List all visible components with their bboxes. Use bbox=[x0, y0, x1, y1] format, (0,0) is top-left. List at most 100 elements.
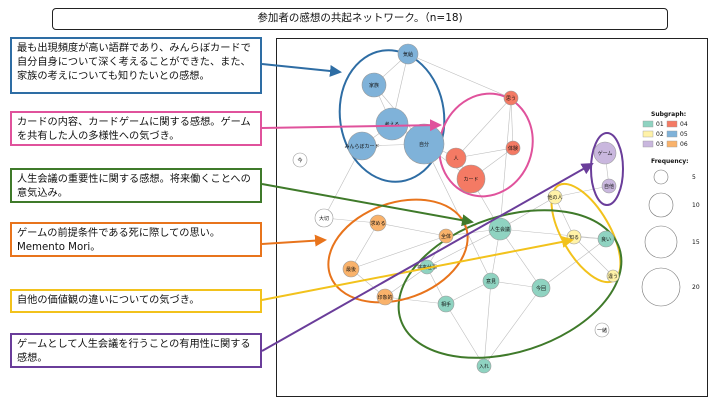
node-circle bbox=[342, 260, 360, 278]
legend-frequency-value: 10 bbox=[692, 202, 700, 209]
node-label: 人 bbox=[453, 156, 458, 162]
figure-title: 参加者の感想の共起ネットワーク。（n=18) bbox=[52, 8, 668, 30]
legend-code: 01 bbox=[656, 121, 664, 128]
group-06-outline bbox=[327, 198, 469, 304]
arrow-group-06 bbox=[261, 234, 327, 247]
legend-code: 06 bbox=[680, 141, 688, 148]
node-label: 家族 bbox=[369, 82, 379, 89]
node-circle bbox=[601, 178, 617, 194]
node-label: 今回 bbox=[536, 285, 546, 292]
network-node: 考える bbox=[375, 107, 409, 141]
legend-swatch bbox=[666, 120, 678, 128]
network-edge bbox=[445, 280, 492, 305]
network-node: 他の人 bbox=[547, 189, 563, 205]
legend-code: 05 bbox=[680, 131, 688, 138]
network-node: 人生会議 bbox=[488, 217, 512, 241]
node-label: 大切 bbox=[319, 215, 329, 222]
legend-frequency-value: 15 bbox=[692, 239, 700, 246]
network-edge bbox=[445, 303, 485, 367]
node-circle bbox=[314, 208, 334, 228]
network-edge bbox=[426, 228, 501, 268]
legend-frequency-value: 20 bbox=[692, 284, 700, 291]
arrow-group-01 bbox=[261, 183, 474, 227]
legend-frequency-title: Frequency: bbox=[651, 158, 689, 165]
network-node: 気給 bbox=[397, 43, 419, 65]
network-node: 今回 bbox=[531, 278, 551, 298]
legend-swatch bbox=[642, 120, 654, 128]
node-circle bbox=[505, 140, 521, 156]
node-label: 気給 bbox=[403, 51, 413, 58]
node-label: 入れ bbox=[479, 364, 489, 370]
network-panel bbox=[276, 38, 708, 397]
callout-group-01: 人生会議の重要性に関する感想。将来働くことへの意気込み。 bbox=[10, 168, 262, 203]
node-circle bbox=[292, 152, 308, 168]
network-node: 体験 bbox=[505, 140, 521, 156]
network-node: 自分 bbox=[403, 123, 445, 165]
legend-subgraph-title: Subgraph: bbox=[651, 111, 686, 118]
node-circle bbox=[593, 141, 617, 165]
node-circle bbox=[547, 189, 563, 205]
legend-size-circle bbox=[641, 267, 681, 307]
network-edge bbox=[483, 280, 492, 367]
callout-arrows bbox=[261, 63, 594, 352]
network-node: ゲーム bbox=[593, 141, 617, 165]
legend-swatch bbox=[642, 140, 654, 148]
network-node: 人 bbox=[445, 147, 467, 169]
node-circle bbox=[594, 322, 610, 338]
node-label: 自分 bbox=[419, 141, 429, 148]
network-node: 自他 bbox=[601, 178, 617, 194]
node-label: 求める bbox=[370, 220, 385, 227]
node-circle bbox=[606, 269, 620, 283]
node-label: 体験 bbox=[508, 145, 518, 152]
node-label: 最後 bbox=[346, 266, 356, 273]
legend-code: 02 bbox=[656, 131, 664, 138]
network-edge bbox=[407, 53, 512, 99]
callout-group-06: ゲームの前提条件である死に際しての思い。Memento Mori。 bbox=[10, 222, 262, 257]
group-04-outline bbox=[438, 92, 534, 198]
network-edge bbox=[499, 228, 607, 240]
node-circle bbox=[369, 214, 387, 232]
node-circle bbox=[456, 164, 486, 194]
network-node: 一緒 bbox=[594, 322, 610, 338]
network-edge bbox=[540, 238, 607, 289]
group-05-outline bbox=[338, 49, 446, 183]
network-node: 思う bbox=[503, 90, 519, 106]
node-label: 一緒 bbox=[597, 327, 607, 334]
arrow-group-02 bbox=[261, 236, 574, 301]
network-node: 良い bbox=[597, 230, 615, 248]
node-circle bbox=[597, 230, 615, 248]
network-node: 印象的 bbox=[376, 288, 394, 306]
node-label: 違う bbox=[608, 273, 618, 280]
callout-group-02: 自他の価値観の違いについての気づき。 bbox=[10, 289, 262, 313]
node-label: 今 bbox=[297, 157, 302, 164]
group-outlines bbox=[327, 49, 624, 359]
node-circle bbox=[438, 228, 454, 244]
legend-size-circle bbox=[648, 192, 674, 218]
node-circle bbox=[361, 72, 387, 98]
node-label: 相手 bbox=[441, 301, 451, 308]
network-node: 大切 bbox=[314, 208, 334, 228]
node-label: 他の人 bbox=[547, 194, 562, 201]
network-node: 最後 bbox=[342, 260, 360, 278]
network-edge bbox=[350, 235, 447, 270]
arrow-group-03 bbox=[261, 163, 594, 352]
network-edge bbox=[510, 97, 514, 149]
network-node: 今 bbox=[292, 152, 308, 168]
node-circle bbox=[503, 90, 519, 106]
node-label: カード bbox=[463, 177, 478, 183]
network-edges bbox=[323, 53, 614, 367]
legend-swatch bbox=[666, 140, 678, 148]
legend-frequency-value: 5 bbox=[692, 174, 696, 181]
node-label: 思う bbox=[506, 96, 516, 102]
network-edge bbox=[350, 222, 379, 270]
legend-swatch bbox=[666, 130, 678, 138]
callout-group-03: ゲームとして人生会議を行うことの有用性に関する感想。 bbox=[10, 333, 262, 368]
network-edge bbox=[384, 296, 447, 305]
network-edge bbox=[499, 228, 542, 289]
node-label: 知る bbox=[569, 234, 579, 241]
node-label: みんらぼカード bbox=[344, 143, 379, 150]
node-circle bbox=[376, 288, 394, 306]
node-circle bbox=[347, 131, 377, 161]
